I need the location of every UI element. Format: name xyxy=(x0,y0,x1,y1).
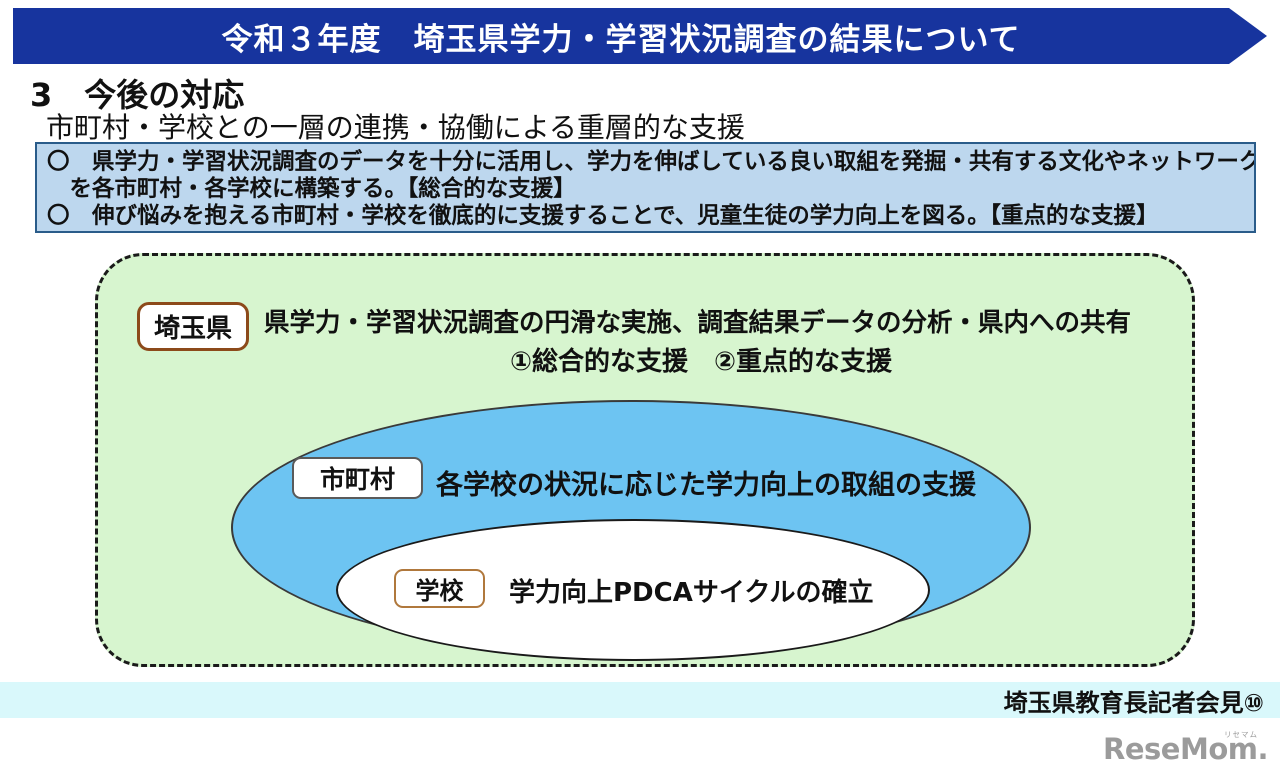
logo-ruby-text: リセマム xyxy=(1224,730,1258,739)
layered-support-diagram: 埼玉県 県学力・学習状況調査の円滑な実施、調査結果データの分析・県内への共有 ①… xyxy=(95,253,1195,667)
school-label: 学校 xyxy=(394,569,485,608)
summary-box: 〇 県学力・学習状況調査のデータを十分に活用し、学力を伸ばしている良い取組を発掘… xyxy=(35,142,1256,233)
banner-arrow-shape xyxy=(1229,8,1267,64)
summary-line-3: 〇 伸び悩みを抱える市町村・学校を徹底的に支援することで、児童生徒の学力向上を図… xyxy=(47,203,1159,229)
logo-text: ReseMom. xyxy=(1103,732,1268,766)
summary-line-2: を各市町村・各学校に構築する。【総合的な支援】 xyxy=(47,176,576,202)
prefecture-label: 埼玉県 xyxy=(137,302,249,351)
school-ellipse xyxy=(336,519,930,661)
prefecture-support-types: ①総合的な支援 ②重点的な支援 xyxy=(510,347,893,377)
summary-line-1: 〇 県学力・学習状況調査のデータを十分に活用し、学力を伸ばしている良い取組を発掘… xyxy=(47,149,1256,175)
prefecture-role-text: 県学力・学習状況調査の円滑な実施、調査結果データの分析・県内への共有 xyxy=(264,308,1132,338)
footer-caption: 埼玉県教育長記者会見⑩ xyxy=(1003,688,1264,717)
municipality-label: 市町村 xyxy=(292,457,423,499)
section-subheading: 市町村・学校との一層の連携・協働による重層的な支援 xyxy=(46,111,745,144)
footer-bar: 埼玉県教育長記者会見⑩ xyxy=(0,682,1280,718)
resemom-logo: リセマム ReseMom. xyxy=(1103,730,1268,768)
municipality-role-text: 各学校の状況に応じた学力向上の取組の支援 xyxy=(436,470,976,501)
banner-title: 令和３年度 埼玉県学力・学習状況調査の結果について xyxy=(221,21,1021,58)
title-banner: 令和３年度 埼玉県学力・学習状況調査の結果について xyxy=(13,8,1267,64)
school-role-text: 学力向上PDCAサイクルの確立 xyxy=(509,578,874,608)
section-heading: 3 今後の対応 xyxy=(30,76,245,114)
